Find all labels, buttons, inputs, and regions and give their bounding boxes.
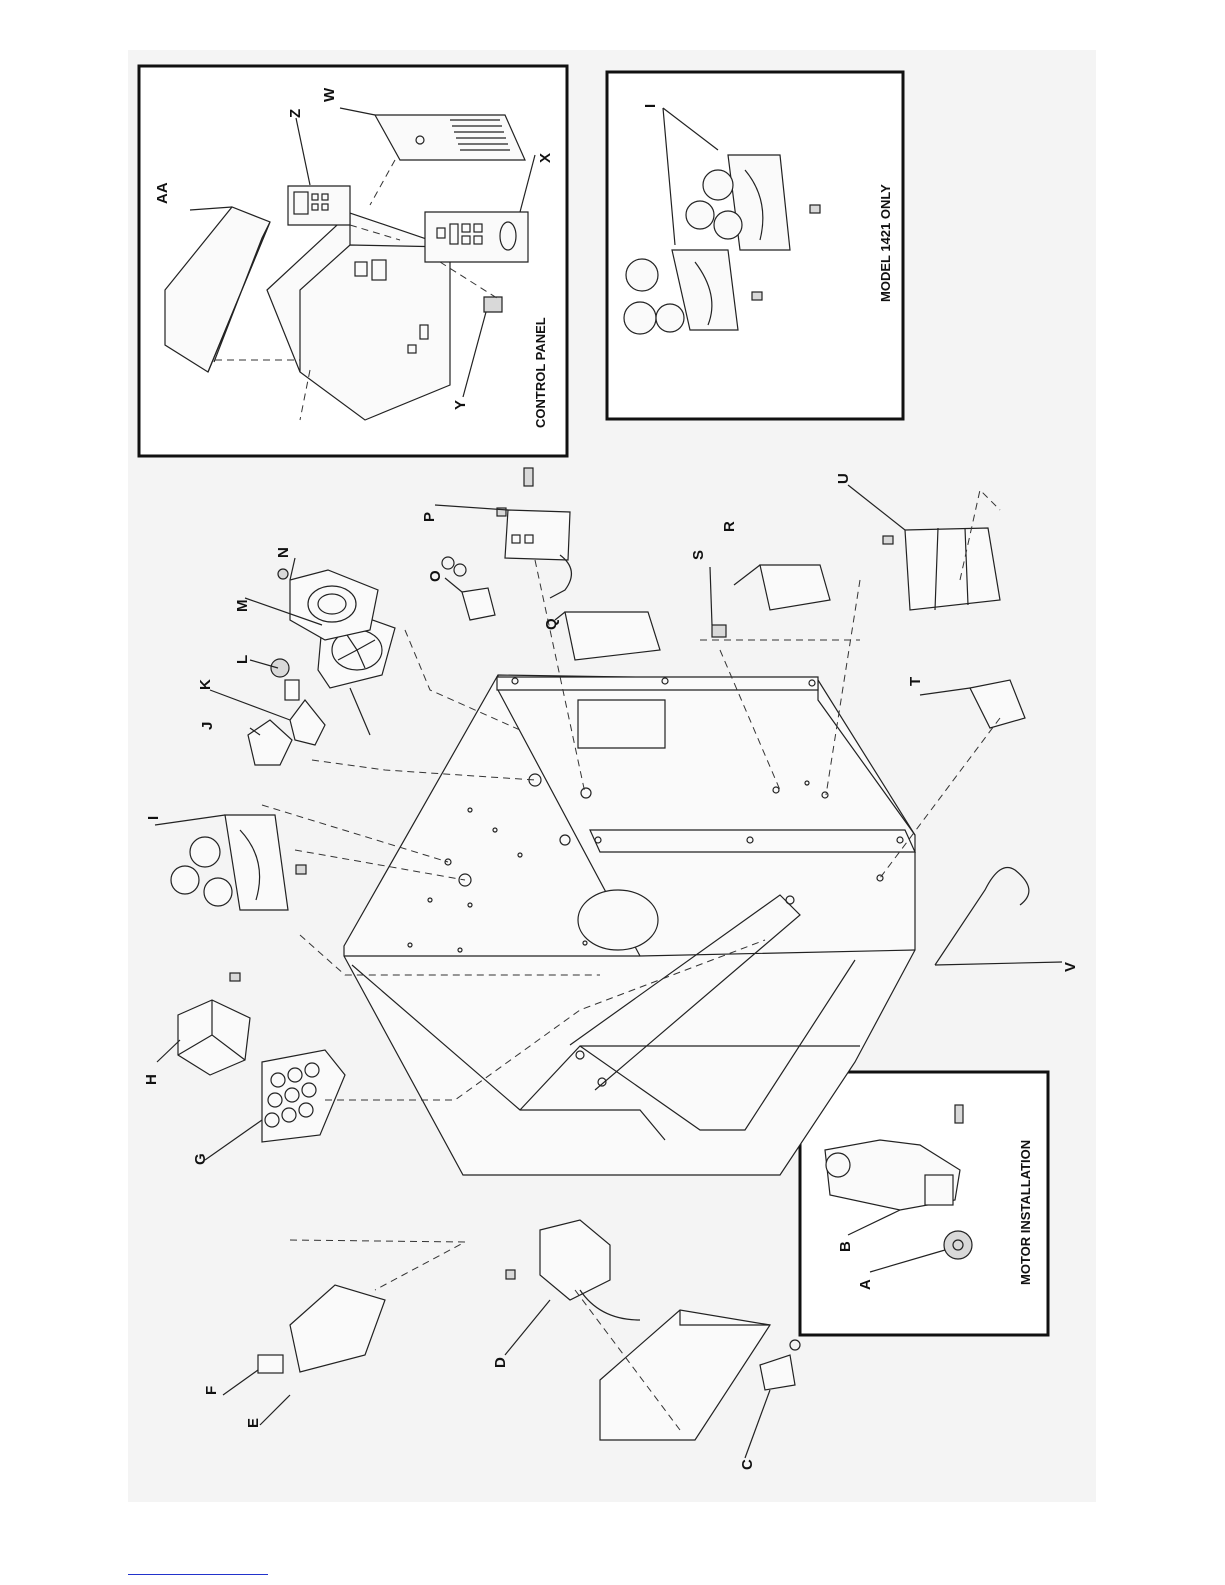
label-s: S bbox=[690, 550, 707, 560]
part-h-relay bbox=[178, 973, 250, 1075]
part-c-motor-tray bbox=[600, 1310, 800, 1440]
label-o: O bbox=[427, 570, 444, 582]
part-p-bracket bbox=[497, 468, 571, 598]
label-x: X bbox=[537, 153, 554, 163]
label-w: W bbox=[321, 87, 338, 102]
label-g: G bbox=[192, 1153, 209, 1165]
part-d-motor-bracket bbox=[506, 1220, 640, 1320]
part-v-power-cord bbox=[935, 868, 1029, 966]
label-k: K bbox=[197, 679, 214, 690]
label-z: Z bbox=[287, 109, 304, 118]
label-l: L bbox=[234, 655, 251, 664]
part-i-gearmotor-pair bbox=[171, 815, 306, 910]
switch-y bbox=[484, 297, 502, 312]
part-g-terminal-block bbox=[262, 1050, 345, 1142]
caption-control-panel: CONTROL PANEL bbox=[533, 317, 548, 428]
part-j-k-l-assembly bbox=[248, 659, 325, 765]
label-e: E bbox=[245, 1418, 262, 1428]
label-h: H bbox=[143, 1074, 160, 1085]
label-aa: AA bbox=[154, 182, 171, 204]
label-j: J bbox=[199, 722, 216, 730]
caption-model-1421: MODEL 1421 ONLY bbox=[878, 184, 893, 302]
label-u: U bbox=[835, 473, 852, 484]
part-o-toggle-switch bbox=[442, 557, 495, 620]
label-v: V bbox=[1062, 962, 1079, 972]
label-i: I bbox=[145, 816, 162, 820]
part-r-box bbox=[760, 565, 830, 610]
label-d: D bbox=[492, 1357, 509, 1368]
part-e-f-block bbox=[258, 1285, 385, 1373]
part-n-fan-guard bbox=[278, 569, 378, 640]
label-r: R bbox=[721, 521, 738, 532]
label-f: F bbox=[203, 1386, 220, 1395]
label-t: T bbox=[907, 677, 924, 686]
part-s-clip bbox=[712, 625, 726, 637]
footer-rule bbox=[128, 1574, 268, 1575]
label-n: N bbox=[275, 547, 292, 558]
label-q: Q bbox=[543, 618, 560, 630]
label-b: B bbox=[837, 1241, 854, 1252]
chassis bbox=[344, 675, 915, 1175]
part-q-plate bbox=[565, 612, 660, 660]
faceplate-x bbox=[425, 212, 528, 262]
part-u-transformer bbox=[883, 528, 1000, 610]
label-p: P bbox=[421, 512, 438, 522]
label-y: Y bbox=[452, 400, 469, 410]
caption-motor-installation: MOTOR INSTALLATION bbox=[1018, 1140, 1033, 1285]
label-m: M bbox=[234, 600, 251, 613]
label-a: A bbox=[857, 1279, 874, 1290]
label-i-inset: I bbox=[642, 104, 659, 108]
label-c: C bbox=[739, 1459, 756, 1470]
